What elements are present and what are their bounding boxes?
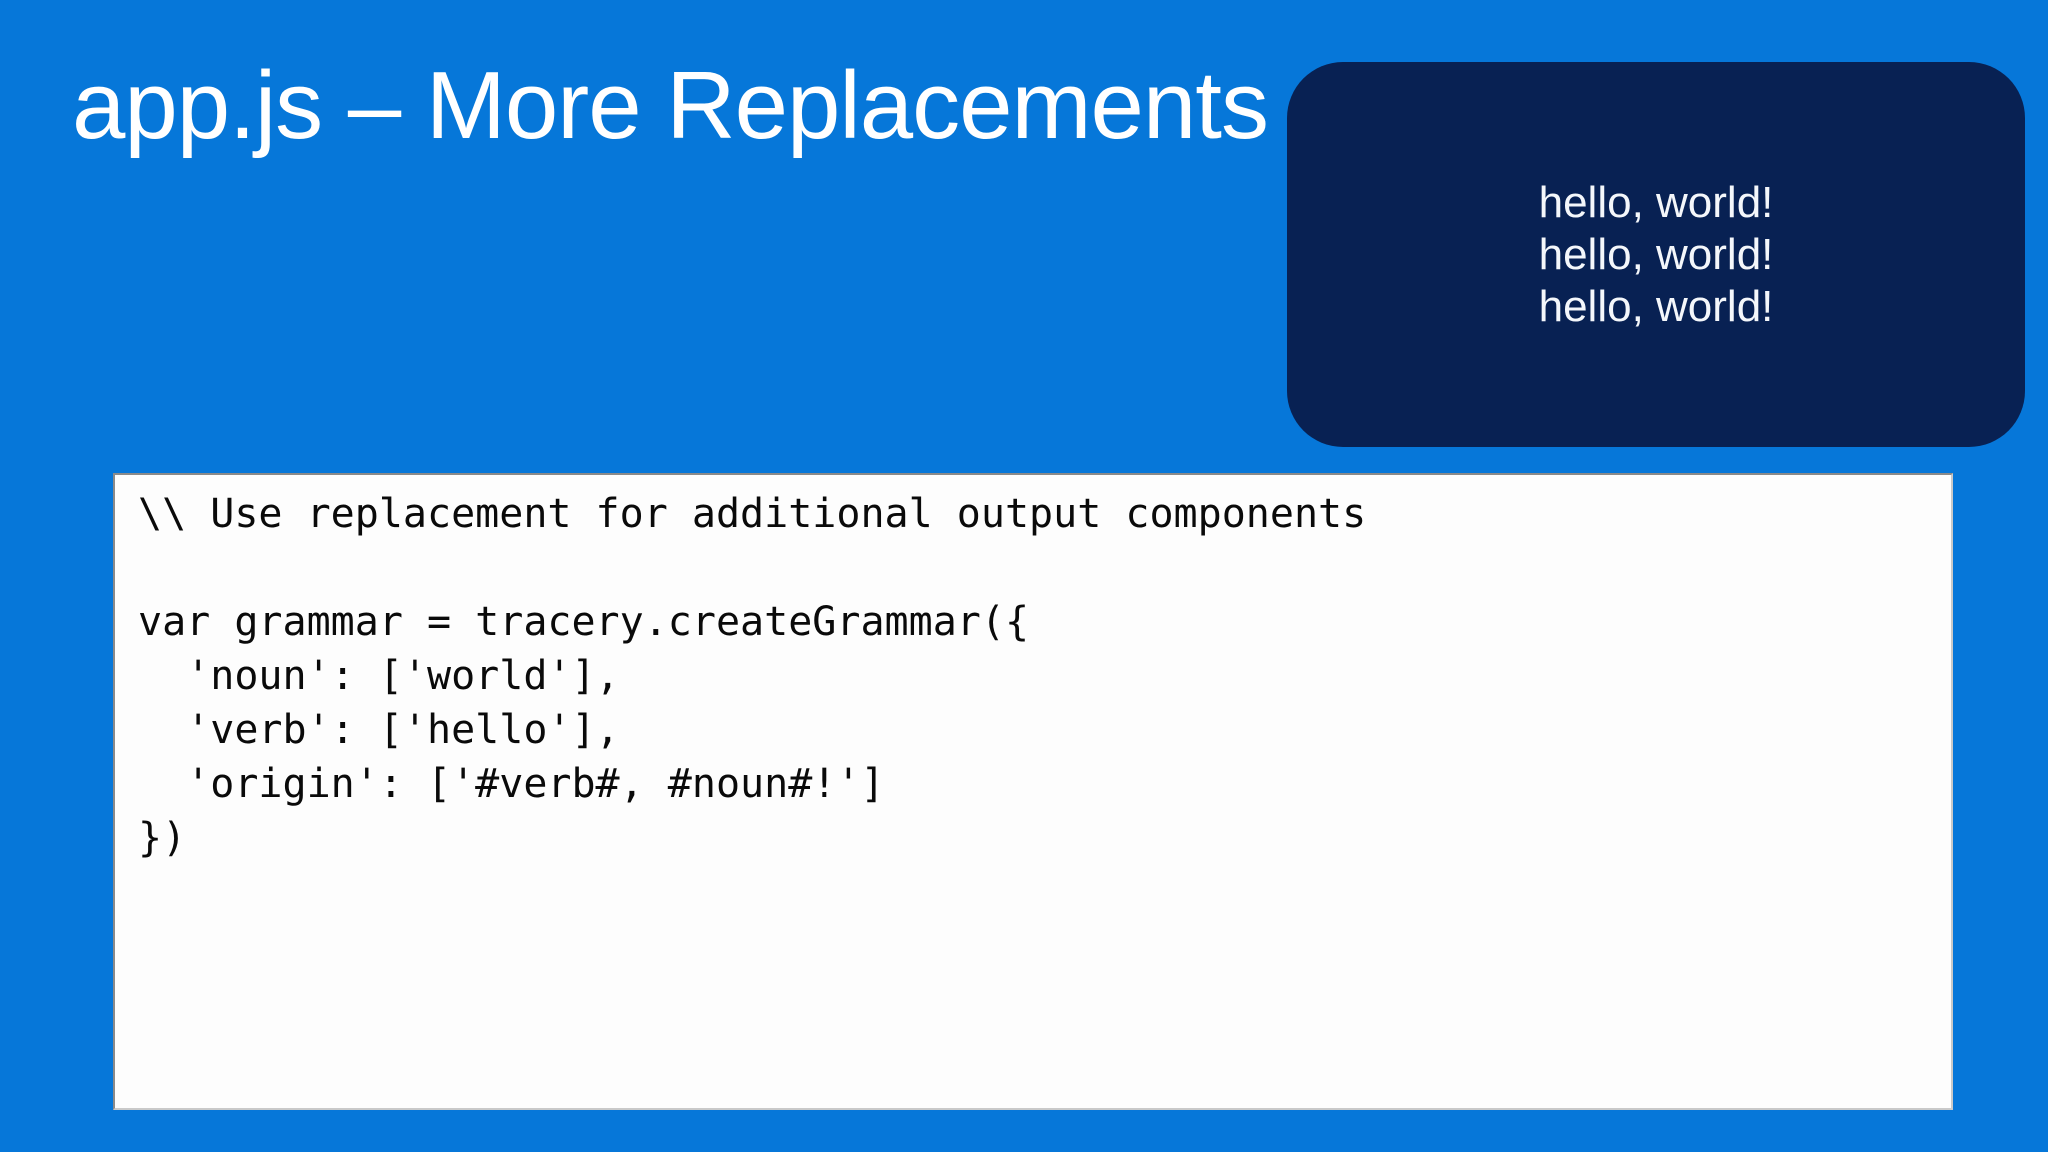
- code-line: 'noun': ['world'],: [138, 653, 620, 699]
- code-line: [138, 541, 1951, 595]
- slide-title: app.js – More Replacements: [72, 52, 1269, 159]
- console-output-lines: hello, world! hello, world! hello, world…: [1539, 177, 1774, 333]
- code-line: var grammar = tracery.createGrammar({: [138, 599, 1030, 645]
- console-output-line: hello, world!: [1538, 177, 1774, 227]
- console-output-panel: hello, world! hello, world! hello, world…: [1287, 62, 2025, 447]
- code-line: }): [138, 815, 187, 861]
- code-panel: \\ Use replacement for additional output…: [113, 473, 1953, 1110]
- console-output-line: hello, world!: [1538, 229, 1774, 279]
- code-line: 'origin': ['#verb#, #noun#!']: [138, 761, 885, 807]
- console-output-line: hello, world!: [1538, 281, 1774, 331]
- code-line: 'verb': ['hello'],: [138, 707, 620, 753]
- code-line: \\ Use replacement for additional output…: [138, 491, 1367, 537]
